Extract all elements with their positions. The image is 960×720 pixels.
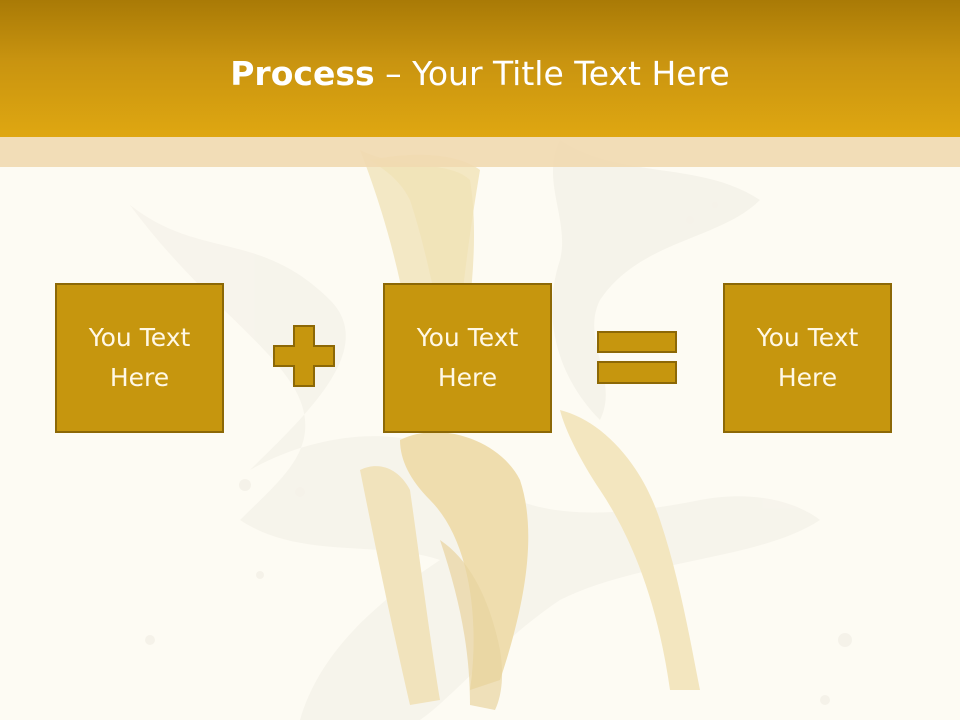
title-underband xyxy=(0,137,960,167)
box-1-line-1: You Text xyxy=(88,323,191,352)
box-3-line-1: You Text xyxy=(756,323,859,352)
process-box-3[interactable]: You Text Here xyxy=(723,283,892,433)
plus-icon xyxy=(273,325,335,387)
slide-title[interactable]: Process – Your Title Text Here xyxy=(0,52,960,96)
title-regular-part: – Your Title Text Here xyxy=(374,54,730,93)
box-2-line-2: Here xyxy=(437,363,498,392)
box-3-line-2: Here xyxy=(777,363,838,392)
title-bold-part: Process xyxy=(230,54,375,93)
box-2-line-1: You Text xyxy=(416,323,519,352)
equals-icon xyxy=(597,331,677,384)
process-box-2[interactable]: You Text Here xyxy=(383,283,552,433)
box-1-line-2: Here xyxy=(109,363,170,392)
title-bar xyxy=(0,0,960,137)
process-box-1[interactable]: You Text Here xyxy=(55,283,224,433)
